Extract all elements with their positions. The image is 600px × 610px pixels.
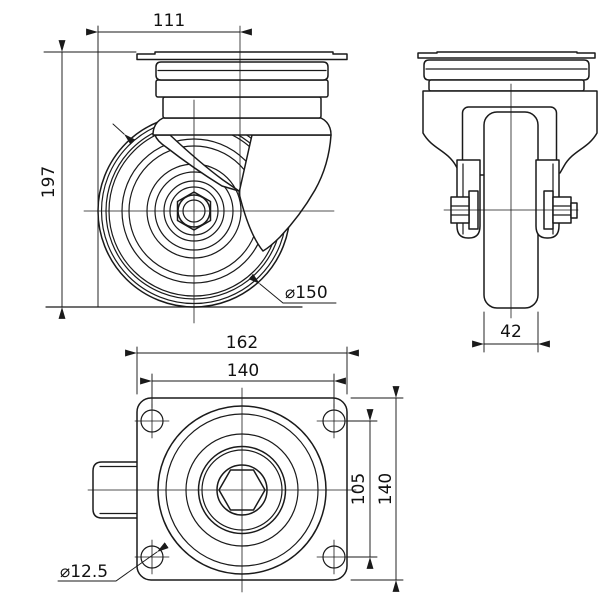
plan-centerlines: [87, 387, 357, 593]
front-fork-icon: [136, 51, 348, 252]
dim-bolt-hole-diameter: ⌀12.5: [57, 542, 169, 582]
dim-bolt-hole-diameter-label: ⌀12.5: [60, 562, 108, 582]
dim-plate-depth-label: 140: [376, 473, 396, 505]
dim-bolt-spacing-depth-label: 105: [349, 473, 369, 505]
side-top-plate-icon: [417, 51, 596, 59]
side-centerlines: [443, 83, 579, 319]
dim-front-height-label: 197: [39, 166, 59, 198]
dim-wheel-width: 42: [472, 311, 550, 353]
dim-front-top-width: 111: [86, 11, 252, 308]
bolt-holes-icon: [134, 403, 352, 575]
front-top-plate-icon: [136, 51, 348, 61]
plan-view: 162 140 105 140 ⌀12.5: [57, 333, 404, 593]
dim-plate-width-label: 162: [226, 333, 258, 353]
dim-bolt-spacing-width-label: 140: [227, 361, 259, 381]
dim-bolt-spacing-depth: 105: [346, 409, 378, 569]
dim-front-height: 197: [39, 40, 137, 319]
dim-bolt-spacing-width: 140: [140, 361, 346, 409]
dim-wheel-diameter: ⌀150: [248, 273, 337, 304]
dim-wheel-diameter-label: ⌀150: [285, 283, 328, 303]
front-centerlines: [83, 25, 335, 324]
front-view: 111 197 ⌀150: [39, 11, 348, 324]
dim-wheel-width-label: 42: [500, 322, 522, 342]
dim-plate-depth: 140: [350, 386, 404, 592]
side-view: 42: [417, 51, 598, 353]
dim-front-top-width-label: 111: [153, 11, 185, 31]
tread-pointer-icon: [112, 123, 136, 145]
dim-plate-width: 162: [125, 333, 359, 395]
